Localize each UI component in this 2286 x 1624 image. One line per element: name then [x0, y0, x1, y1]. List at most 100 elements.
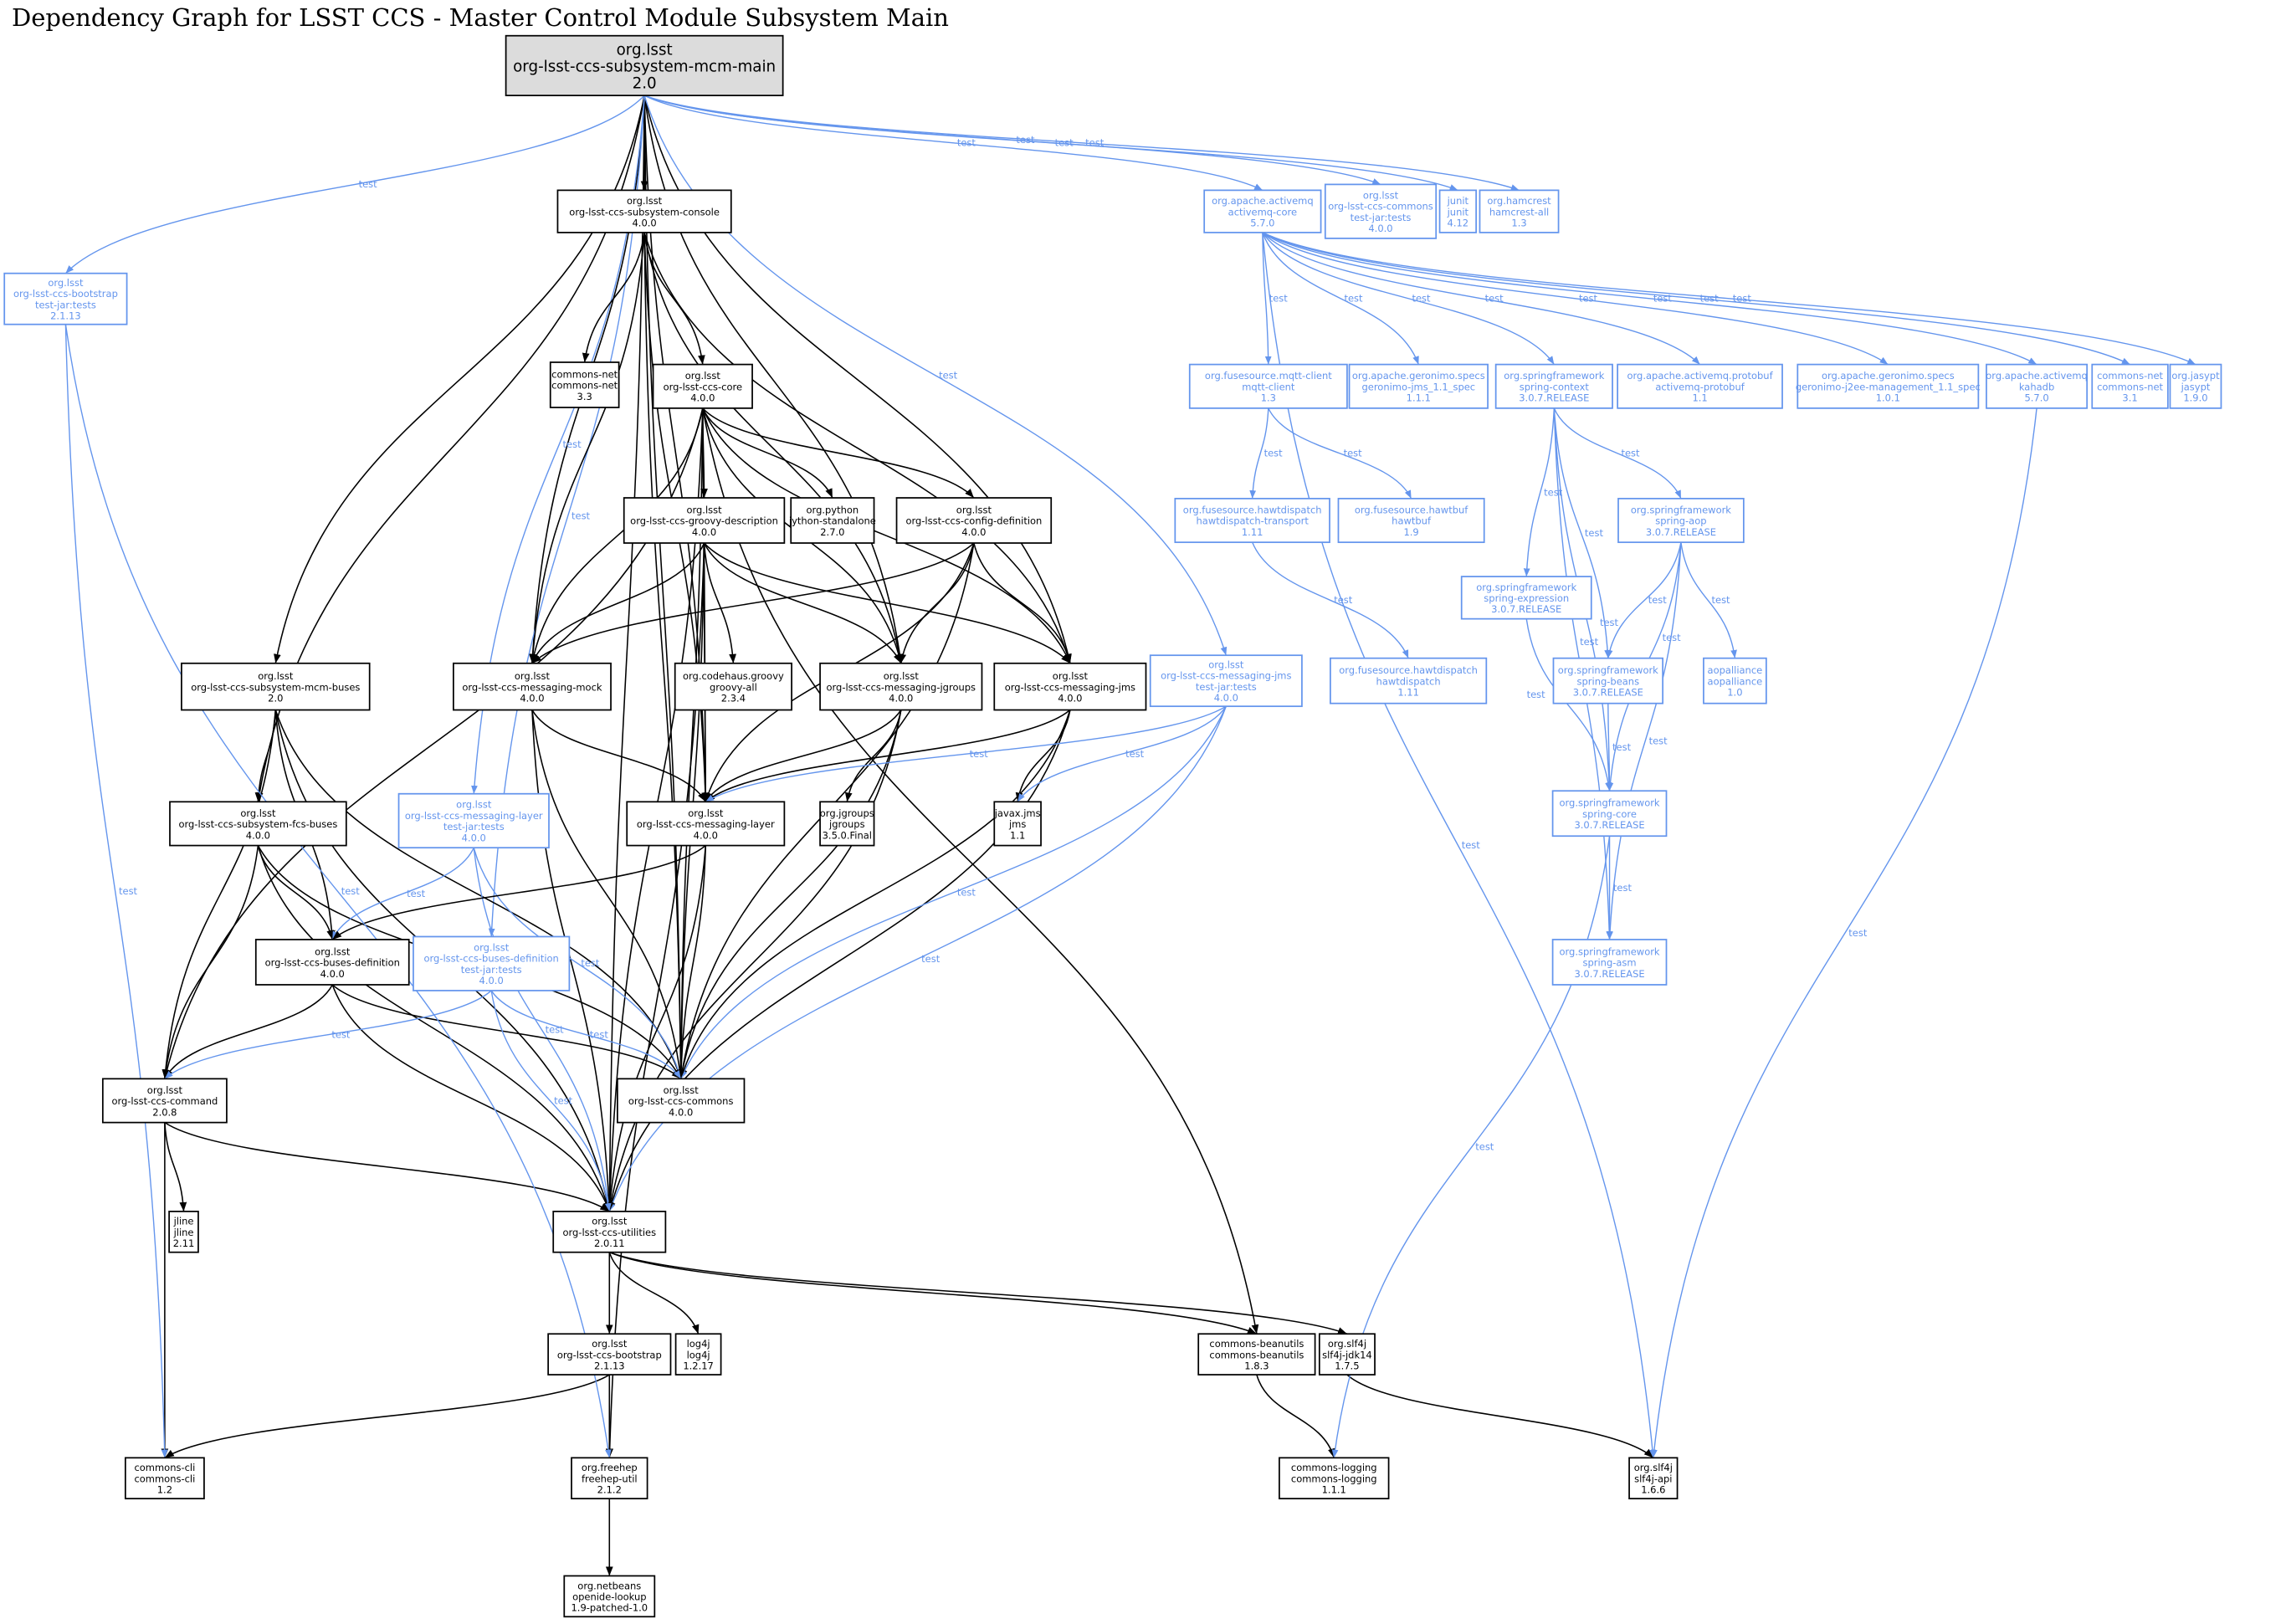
edge-spring-aop-to-spring-beans: [1606, 542, 1682, 658]
node-box: [1438, 189, 1477, 233]
node-label-line: org-lsst-ccs-commons: [628, 1095, 734, 1107]
node-label-line: commons-net: [2097, 381, 2163, 392]
node-label-line: org-lsst-ccs-messaging-layer: [405, 810, 543, 822]
node-label-line: 1.1: [1692, 392, 1707, 404]
node-bootstrap-tests[interactable]: org.lsstorg-lsst-ccs-bootstraptest-jar:t…: [3, 272, 128, 325]
node-msg-jms-tests[interactable]: org.lsstorg-lsst-ccs-messaging-jmstest-j…: [1149, 654, 1303, 708]
node-label-line: org.fusesource.hawtbuf: [1355, 504, 1468, 515]
node-openide[interactable]: org.netbeansopenide-lookup1.9-patched-1.…: [563, 1575, 656, 1618]
node-geronimo-jms[interactable]: org.apache.geronimo.specsgeronimo-jms_1.…: [1348, 363, 1489, 409]
edge-command-to-jline: [164, 1122, 187, 1212]
node-geronimo-j2ee[interactable]: org.apache.geronimo.specsgeronimo-j2ee-m…: [1796, 363, 1981, 409]
edge-console-to-commons: [643, 232, 684, 1079]
node-spring-beans[interactable]: org.springframeworkspring-beans3.0.7.REL…: [1552, 657, 1664, 704]
node-box: [1324, 183, 1438, 239]
node-label-line: openide-lookup: [572, 1591, 646, 1603]
edge-label: test: [1334, 594, 1353, 606]
node-config-def[interactable]: org.lsstorg-lsst-ccs-config-definition4.…: [895, 497, 1053, 544]
node-label-line: jline: [173, 1216, 194, 1227]
node-mcm-buses[interactable]: org.lsstorg-lsst-ccs-subsystem-mcm-buses…: [181, 662, 371, 711]
node-label-line: 3.0.7.RELEASE: [1574, 819, 1644, 831]
node-label-line: org.apache.activemq: [1212, 195, 1314, 207]
node-box: [1617, 363, 1783, 409]
node-hawtdispatch-transport[interactable]: org.fusesource.hawtdispatchhawtdispatch-…: [1174, 498, 1330, 544]
edge-buses-def-tests-to-commons: [490, 990, 682, 1079]
edge-label: test: [1462, 839, 1481, 851]
node-label-line: junit: [1447, 195, 1469, 207]
node-label-line: org.lsst: [1053, 670, 1089, 682]
node-spring-aop[interactable]: org.springframeworkspring-aop3.0.7.RELEA…: [1617, 498, 1745, 544]
node-spring-expression[interactable]: org.springframeworkspring-expression3.0.…: [1460, 576, 1592, 620]
node-hawtdispatch[interactable]: org.fusesource.hawtdispatchhawtdispatch1…: [1330, 657, 1488, 704]
node-label-line: commons-cli: [134, 1473, 195, 1484]
edge-msg-layer-tests-to-utilities: [473, 848, 613, 1212]
edge-console-to-commons-net-33: [582, 232, 645, 363]
edge-msg-jms-tests-to-utilities: [608, 705, 1227, 1212]
node-label-line: org.lsst: [956, 504, 992, 515]
node-msg-layer[interactable]: org.lsstorg-lsst-ccs-messaging-layer4.0.…: [626, 801, 786, 847]
node-spring-core[interactable]: org.springframeworkspring-core3.0.7.RELE…: [1551, 790, 1668, 838]
node-label-line: 3.1: [2122, 392, 2137, 404]
edge-label: test: [1344, 448, 1363, 459]
node-label-line: log4j: [687, 1338, 710, 1350]
node-fcs-buses[interactable]: org.lsstorg-lsst-ccs-subsystem-fcs-buses…: [169, 801, 347, 847]
node-box: [563, 1575, 656, 1618]
node-label-line: 5.7.0: [2024, 392, 2048, 404]
edge-label: test: [957, 137, 976, 149]
node-label-line: 3.0.7.RELEASE: [1646, 526, 1716, 538]
edge-msg-jgroups-to-utilities: [607, 710, 902, 1212]
edge-label: test: [554, 1095, 573, 1107]
edge-label: test: [1653, 293, 1673, 305]
node-label-line: 1.7.5: [1335, 1360, 1359, 1372]
node-msg-jgroups[interactable]: org.lsstorg-lsst-ccs-messaging-jgroups4.…: [819, 662, 983, 711]
node-label-line: org.slf4j: [1328, 1338, 1366, 1350]
node-buses-def[interactable]: org.lsstorg-lsst-ccs-buses-definition4.0…: [254, 939, 410, 986]
node-label-line: org.springframework: [1476, 581, 1576, 593]
node-commons-tests[interactable]: org.lsstorg-lsst-ccs-commonstest-jar:tes…: [1324, 183, 1438, 239]
node-label-line: org.python: [807, 504, 859, 515]
node-label-line: org.lsst: [884, 670, 920, 682]
node-box: [674, 1333, 722, 1376]
node-msg-layer-tests[interactable]: org.lsstorg-lsst-ccs-messaging-layertest…: [397, 792, 550, 849]
node-label-line: org.springframework: [1504, 370, 1604, 382]
node-box: [168, 1211, 199, 1253]
node-box: [1188, 363, 1348, 409]
node-spring-context[interactable]: org.springframeworkspring-context3.0.7.R…: [1494, 363, 1613, 409]
node-buses-def-tests[interactable]: org.lsstorg-lsst-ccs-buses-definitiontes…: [413, 935, 571, 991]
node-console[interactable]: org.lsstorg-lsst-ccs-subsystem-console4.…: [556, 189, 732, 233]
node-main[interactable]: org.lsstorg-lsst-ccs-subsystem-mcm-main2…: [505, 34, 784, 97]
node-groovy-desc[interactable]: org.lsstorg-lsst-ccs-groovy-description4…: [623, 497, 786, 544]
node-label-line: commons-net: [551, 380, 618, 392]
node-protobuf[interactable]: org.apache.activemq.protobufactivemq-pro…: [1617, 363, 1783, 409]
node-spring-asm[interactable]: org.springframeworkspring-asm3.0.7.RELEA…: [1551, 939, 1668, 986]
